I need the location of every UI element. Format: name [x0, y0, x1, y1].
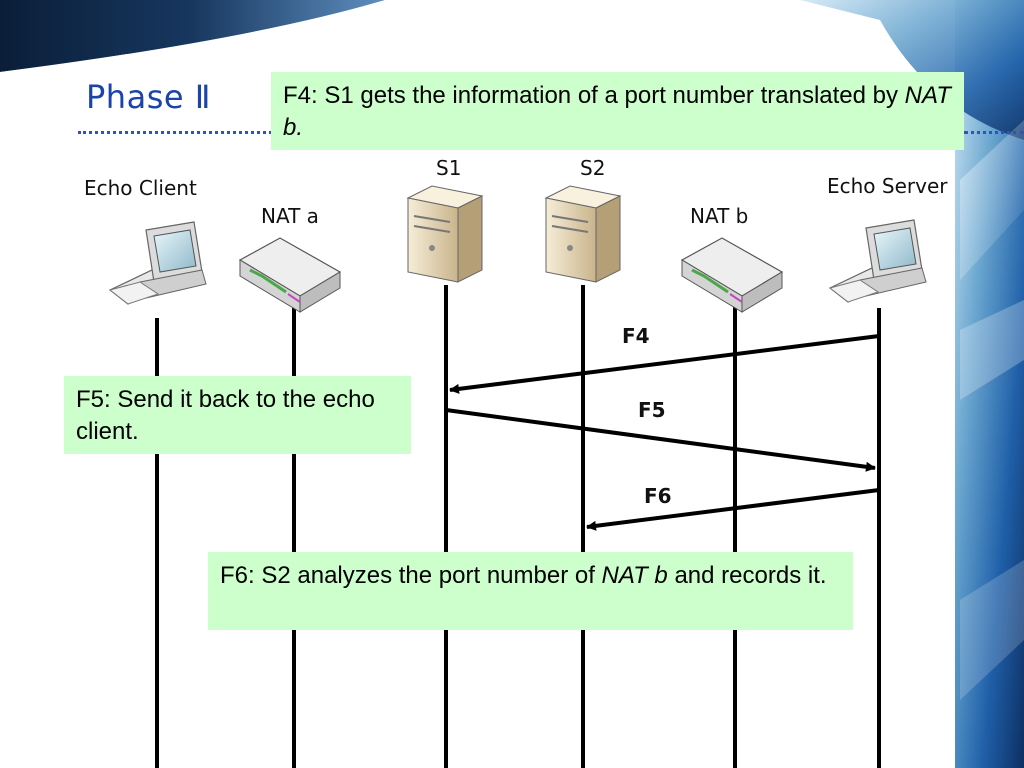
note-f6-text: F6: S2 analyzes the port number of [220, 562, 602, 589]
node-label-nat-a: NAT a [261, 204, 319, 228]
title-divider-left [78, 131, 272, 134]
arrow-f6 [586, 488, 880, 531]
note-f4: F4: S1 gets the information of a port nu… [271, 72, 964, 150]
flow-label-f4: F4 [622, 324, 650, 348]
arrow-f4 [449, 334, 880, 394]
note-f6: F6: S2 analyzes the port number of NAT b… [208, 552, 853, 630]
page-title: Phase Ⅱ [86, 78, 211, 116]
arrow-f5 [445, 408, 876, 472]
note-f5: F5: Send it back to the echo client. [64, 376, 411, 454]
message-arrows [445, 334, 880, 531]
node-label-nat-b: NAT b [690, 204, 749, 228]
note-f6-tail: and records it. [667, 562, 827, 589]
router-icon [238, 237, 342, 313]
computer-icon [108, 221, 207, 305]
title-divider-right [964, 131, 1024, 134]
node-label-echo-server: Echo Server [827, 174, 948, 198]
node-label-echo-client: Echo Client [84, 176, 197, 200]
computer-icon [828, 219, 927, 303]
node-label-s2: S2 [580, 156, 606, 180]
server-icon [544, 185, 622, 283]
lifelines [155, 285, 881, 768]
node-label-s1: S1 [436, 156, 462, 180]
note-f4-text: F4: S1 gets the information of a port nu… [283, 82, 905, 109]
flow-label-f5: F5 [638, 398, 666, 422]
router-icon [680, 237, 784, 313]
note-f4-emphasis: NAT b. [283, 82, 951, 141]
flow-label-f6: F6 [644, 484, 672, 508]
note-f6-emphasis: NAT b [601, 562, 668, 589]
server-icon [406, 185, 484, 283]
note-f5-text: F5: Send it back to the echo client. [76, 386, 375, 445]
